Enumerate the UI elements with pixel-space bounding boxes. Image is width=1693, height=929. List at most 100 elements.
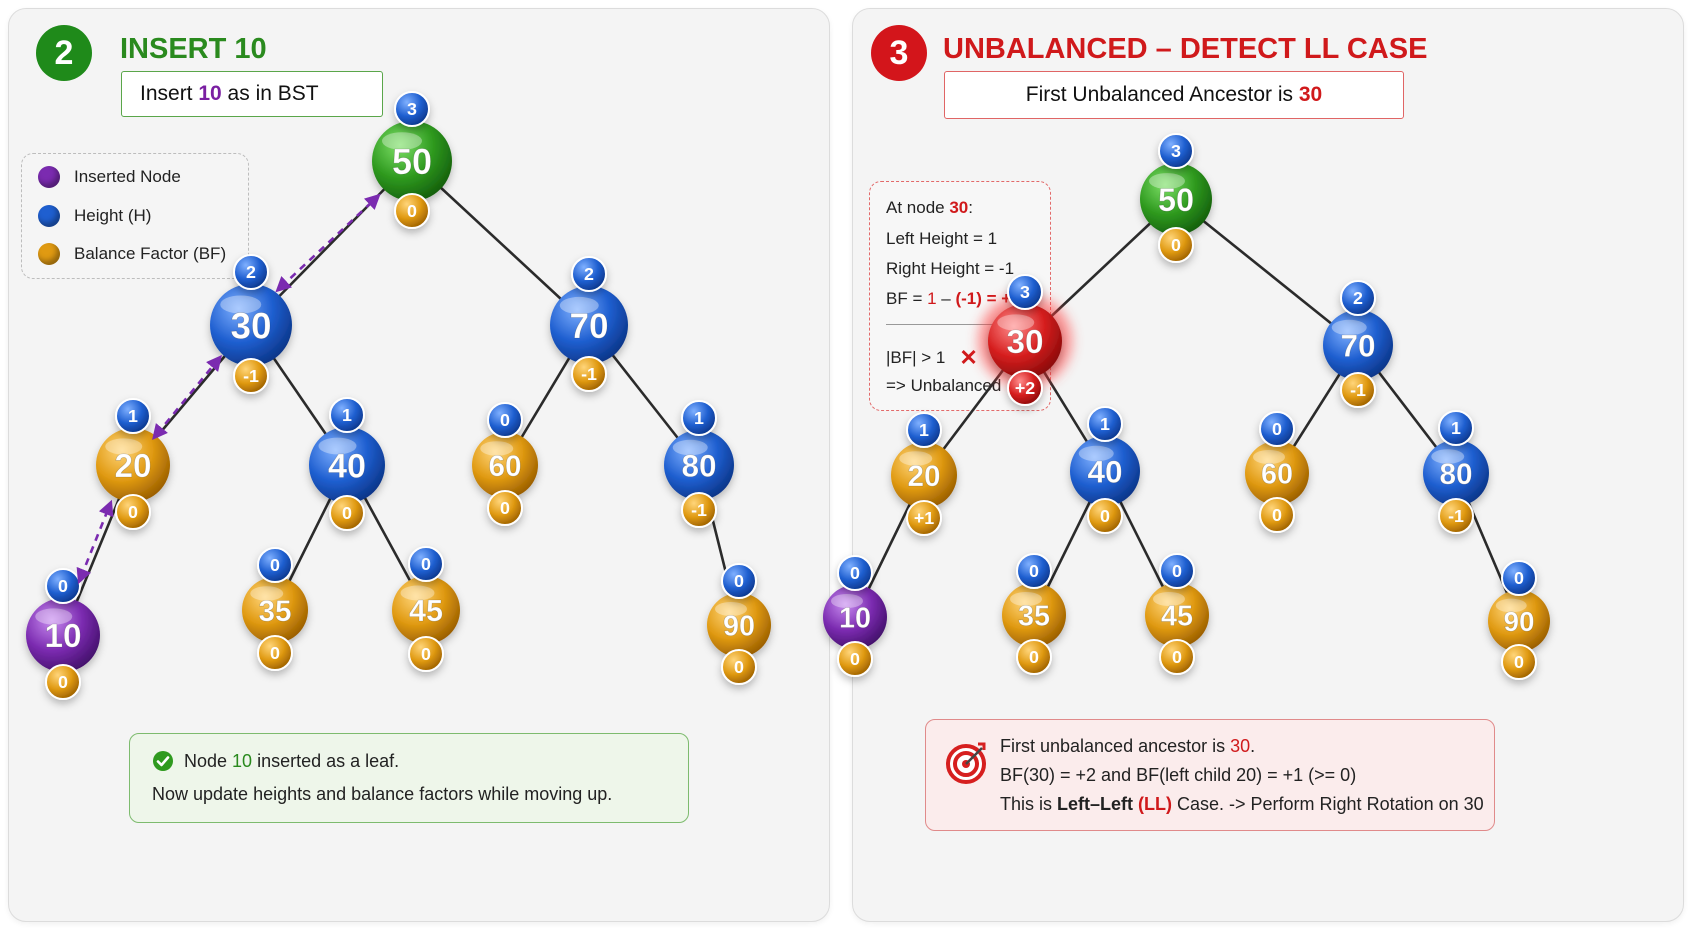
tree-node-45: 45	[1145, 583, 1209, 647]
svg-text:0: 0	[1029, 561, 1039, 581]
tree-node-70: 70	[550, 286, 628, 364]
legend-height: Height (H)	[38, 205, 151, 227]
svg-text:0: 0	[58, 576, 68, 596]
balance-factor-badge: -1	[233, 358, 269, 394]
legend: Inserted Node Height (H) Balance Factor …	[21, 153, 249, 279]
calc-line-3: Right Height = -1	[886, 259, 1015, 278]
height-badge: 2	[571, 256, 607, 292]
subtitle-prefix: First Unbalanced Ancestor is	[1025, 83, 1299, 106]
height-badge: 1	[681, 400, 717, 436]
balance-factor-badge: 0	[1087, 498, 1123, 534]
balance-factor-badge: -1	[571, 356, 607, 392]
tree-node-50: 50	[372, 121, 452, 201]
note-emphasis: (LL)	[1138, 794, 1172, 814]
svg-text:1: 1	[1100, 414, 1110, 434]
tree-node-90: 90	[707, 593, 771, 657]
tree-node-35: 35	[242, 577, 308, 643]
balance-factor-swatch-icon	[38, 243, 60, 265]
subtitle-key: 10	[198, 82, 222, 105]
node-key: 30	[1006, 324, 1043, 361]
node-key: 50	[1158, 182, 1194, 218]
svg-text:0: 0	[500, 498, 510, 518]
svg-text:0: 0	[1100, 506, 1110, 526]
tree-node-45: 45	[392, 576, 460, 644]
update-path-arrow	[76, 499, 114, 585]
balance-factor-badge: 0	[257, 635, 293, 671]
legend-label: Height (H)	[74, 206, 152, 225]
step-number-badge: 2	[36, 25, 92, 81]
height-badge: 0	[408, 546, 444, 582]
svg-text:+1: +1	[914, 508, 934, 528]
balance-factor-badge: 0	[1016, 639, 1052, 675]
height-badge: 0	[837, 555, 873, 591]
legend-balance-factor: Balance Factor (BF)	[38, 243, 226, 265]
svg-text:1: 1	[128, 406, 138, 426]
calc-line-1: At node 30:	[886, 198, 973, 218]
node-key: 90	[1503, 606, 1534, 637]
calc-text: At node	[886, 198, 950, 217]
calc-value: 1	[927, 289, 937, 308]
svg-text:1: 1	[342, 405, 352, 425]
calc-line-5: |BF| > 1✕	[886, 345, 978, 371]
balance-factor-badge: +2	[1007, 370, 1043, 406]
step-title: UNBALANCED – DETECT LL CASE	[943, 33, 1428, 65]
note-text: Case. -> Perform Right Rotation on 30	[1172, 794, 1484, 814]
tree-diagram-left: 5030302-1702-1201040106000801-1100035004…	[26, 91, 771, 700]
subtitle-box: Insert 10 as in BST	[121, 71, 383, 117]
tree-edge	[411, 160, 590, 326]
height-badge: 0	[487, 402, 523, 438]
step-title: INSERT 10	[120, 33, 267, 65]
node-key: 20	[907, 460, 940, 493]
calc-key: 30	[949, 198, 969, 217]
balance-factor-badge: 0	[1501, 644, 1537, 680]
svg-text:0: 0	[1172, 561, 1182, 581]
calc-line-2: Left Height = 1	[886, 229, 998, 248]
calc-text: BF =	[886, 289, 928, 308]
target-icon	[946, 742, 986, 784]
inserted-node-swatch-icon	[38, 166, 60, 188]
balance-factor-badge: 0	[115, 494, 151, 530]
height-badge: 2	[1340, 280, 1376, 316]
note-line-1: First unbalanced ancestor is 30.	[1000, 736, 1255, 757]
balance-factor-badge: -1	[1438, 498, 1474, 534]
ll-case-note: First unbalanced ancestor is 30. BF(30) …	[925, 719, 1495, 831]
panel-unbalanced: 3 UNBALANCED – DETECT LL CASE First Unba…	[823, 8, 1684, 922]
svg-text:0: 0	[270, 555, 280, 575]
height-badge: 3	[1007, 274, 1043, 310]
node-key: 35	[1018, 601, 1050, 633]
svg-text:0: 0	[342, 503, 352, 523]
height-badge: 0	[257, 547, 293, 583]
balance-factor-badge: 0	[45, 664, 81, 700]
svg-text:+2: +2	[1015, 378, 1035, 398]
height-badge: 0	[1501, 560, 1537, 596]
tree-node-35: 35	[1002, 583, 1066, 647]
cross-icon: ✕	[959, 345, 978, 370]
svg-text:-1: -1	[243, 366, 259, 386]
height-badge: 0	[721, 563, 757, 599]
balance-factor-badge: 0	[721, 649, 757, 685]
svg-text:0: 0	[1029, 647, 1039, 667]
balance-factor-badge: 0	[408, 636, 444, 672]
tree-diagram-right: 5030303+2702-1201+140106000801-110003500…	[823, 133, 1550, 680]
calc-value: (-1)	[955, 289, 982, 308]
svg-text:2: 2	[584, 264, 594, 284]
svg-text:0: 0	[1171, 235, 1181, 255]
svg-text:0: 0	[58, 672, 68, 692]
legend-inserted-node: Inserted Node	[38, 166, 181, 188]
tree-node-80: 80	[664, 430, 734, 500]
balance-factor-badge: -1	[1340, 372, 1376, 408]
note-line-1: Node 10 inserted as a leaf.	[152, 750, 399, 772]
tree-node-20: 20	[891, 442, 957, 508]
height-badge: 3	[1158, 133, 1194, 169]
note-text: This is	[1000, 794, 1058, 814]
tree-node-60: 60	[472, 432, 538, 498]
tree-node-60: 60	[1245, 441, 1309, 505]
node-key: 80	[681, 448, 716, 484]
note-text: First unbalanced ancestor is	[1000, 736, 1231, 756]
note-emphasis: Left–Left	[1057, 794, 1139, 814]
svg-text:0: 0	[500, 410, 510, 430]
step-number-badge: 3	[871, 25, 927, 81]
subtitle-box: First Unbalanced Ancestor is 30	[944, 71, 1404, 119]
svg-text:3: 3	[1171, 141, 1181, 161]
tree-node-10: 10	[823, 585, 887, 649]
